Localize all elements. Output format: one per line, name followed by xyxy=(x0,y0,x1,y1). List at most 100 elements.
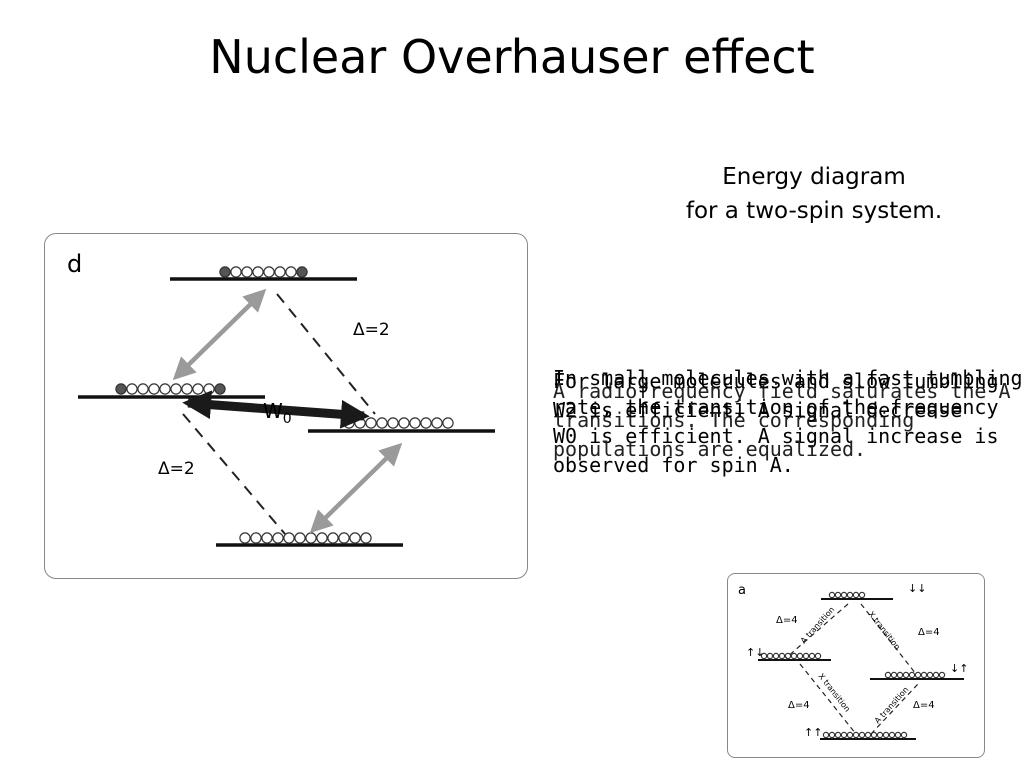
population-bead xyxy=(294,532,306,544)
population-bead xyxy=(420,417,432,429)
population-bead xyxy=(387,417,399,429)
population-bead xyxy=(828,731,836,739)
population-bead xyxy=(888,731,896,739)
a-beads-left xyxy=(760,652,822,660)
population-bead xyxy=(296,266,308,278)
a-dash-a-upper xyxy=(785,603,849,659)
caption-line-2: for a two-spin system. xyxy=(685,198,943,224)
population-bead xyxy=(890,671,898,679)
slide-title: Nuclear Overhauser effect xyxy=(209,30,815,84)
population-bead xyxy=(914,671,922,679)
population-bead xyxy=(274,266,286,278)
population-bead xyxy=(846,731,854,739)
spin-state-right: ↓↑ xyxy=(950,662,968,675)
population-bead xyxy=(808,652,816,660)
population-bead xyxy=(814,652,822,660)
population-bead xyxy=(852,731,860,739)
population-bead xyxy=(137,383,149,395)
a-beads-top xyxy=(828,591,866,599)
population-bead xyxy=(884,671,892,679)
population-bead xyxy=(834,591,842,599)
dashed-transition-upper xyxy=(276,293,376,415)
population-bead xyxy=(852,591,860,599)
population-bead xyxy=(159,383,171,395)
population-bead xyxy=(442,417,454,429)
diagram-caption: Energy diagram for a two-spin system. xyxy=(614,160,1014,228)
population-bead xyxy=(840,591,848,599)
population-bead xyxy=(192,383,204,395)
figure-a-svg: a ↓↓ ↑↓ ↓↑ ↑↑ Δ=4 Δ=4 Δ=4 Δ=4 A transiti… xyxy=(738,582,968,740)
a-transition-label-a-upper: A transition xyxy=(799,605,837,645)
population-bead xyxy=(828,591,836,599)
spin-state-bottom: ↑↑ xyxy=(804,726,822,739)
a-beads-right xyxy=(884,671,946,679)
population-bead xyxy=(241,266,253,278)
population-bead xyxy=(920,671,928,679)
population-bead xyxy=(349,532,361,544)
population-bead xyxy=(181,383,193,395)
population-bead xyxy=(365,417,377,429)
population-bead xyxy=(263,266,275,278)
population-bead xyxy=(214,383,226,395)
population-bead xyxy=(409,417,421,429)
population-bead xyxy=(327,532,339,544)
caption-line-1: Energy diagram xyxy=(722,164,906,190)
arrow-upper-left xyxy=(172,288,267,381)
explanation-paragraph-small-molecules: In small molecules with a fast tumbling … xyxy=(553,366,1023,477)
population-bead xyxy=(252,266,264,278)
a-transition-label-a-lower: A transition xyxy=(873,685,911,725)
population-bead xyxy=(760,652,768,660)
population-bead xyxy=(376,417,388,429)
population-bead xyxy=(938,671,946,679)
population-bead xyxy=(316,532,328,544)
population-bead xyxy=(261,532,273,544)
population-bead xyxy=(272,532,284,544)
figure-d-energy-diagram: d W0 Δ=2 Δ=2 xyxy=(44,233,528,579)
population-bead xyxy=(772,652,780,660)
arrow-lower-right xyxy=(309,442,403,534)
explanation-paragraph-large-molecules: For large molecules and slow tumbling W2… xyxy=(553,369,999,422)
population-bead xyxy=(864,731,872,739)
population-bead xyxy=(398,417,410,429)
population-bead xyxy=(230,266,242,278)
population-bead xyxy=(926,671,934,679)
population-bead xyxy=(902,671,910,679)
w0-label: W0 xyxy=(263,399,292,427)
population-bead xyxy=(858,731,866,739)
population-bead xyxy=(900,731,908,739)
a-beads-bottom xyxy=(822,731,908,739)
population-bead xyxy=(115,383,127,395)
population-bead xyxy=(170,383,182,395)
population-bead xyxy=(876,731,884,739)
population-bead xyxy=(778,652,786,660)
a-delta-bl: Δ=4 xyxy=(788,700,810,711)
figure-a-energy-diagram: a ↓↓ ↑↓ ↓↑ ↑↑ Δ=4 Δ=4 Δ=4 Δ=4 A transiti… xyxy=(727,573,985,758)
population-bead xyxy=(822,731,830,739)
beads-left xyxy=(115,383,226,395)
a-delta-br: Δ=4 xyxy=(913,700,935,711)
population-bead xyxy=(338,532,350,544)
a-transition-label-x-upper: X transition xyxy=(866,610,901,652)
population-bead xyxy=(802,652,810,660)
population-bead xyxy=(932,671,940,679)
dashed-transition-lower xyxy=(182,413,286,535)
a-delta-tr: Δ=4 xyxy=(918,627,940,638)
beads-top xyxy=(219,266,308,278)
population-bead xyxy=(908,671,916,679)
spin-state-left: ↑↓ xyxy=(746,646,764,659)
a-dash-x-upper xyxy=(860,603,917,675)
delta-label-top: Δ=2 xyxy=(353,320,390,340)
explanation-paragraph-saturation: A radiofrequency field saturates the A t… xyxy=(553,379,1011,461)
population-bead xyxy=(840,731,848,739)
population-bead xyxy=(796,652,804,660)
population-bead xyxy=(239,532,251,544)
population-bead xyxy=(766,652,774,660)
population-bead xyxy=(360,532,372,544)
population-bead xyxy=(283,532,295,544)
population-bead xyxy=(870,731,878,739)
figure-d-panel-label: d xyxy=(67,250,82,278)
population-bead xyxy=(305,532,317,544)
population-bead xyxy=(203,383,215,395)
population-bead xyxy=(894,731,902,739)
figure-d-svg: d W0 Δ=2 Δ=2 xyxy=(67,250,495,547)
